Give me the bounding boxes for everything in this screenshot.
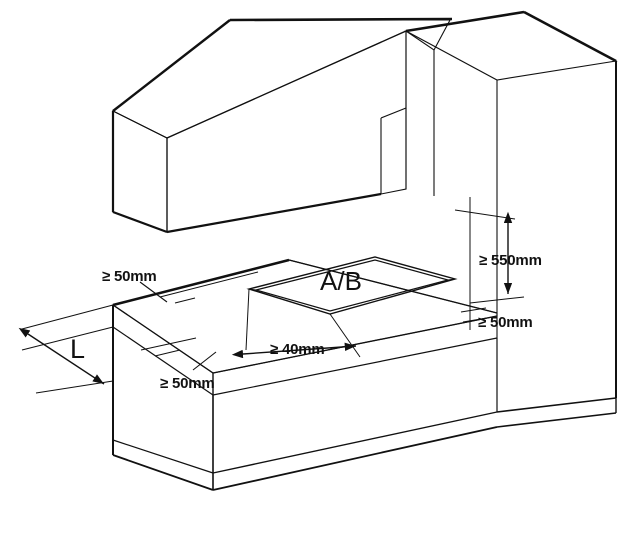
base-cabinet-left-bottom-edge	[112, 454, 214, 491]
base-cabinet-plinth-left-line	[112, 439, 214, 474]
depth-L-label: L	[70, 334, 85, 364]
tall-cabinet-plinth-bottom-edge	[496, 412, 617, 428]
side-clearance-leader-line	[192, 351, 217, 371]
cooktop-cutout	[246, 256, 458, 315]
range-hood-front-bottom-edge	[166, 192, 382, 234]
right-clearance-label: ≥ 50mm	[478, 314, 533, 331]
front-clearance-label: ≥ 40mm	[270, 341, 325, 358]
range-hood-right-side-face	[380, 31, 407, 195]
base-cabinet-front-bottom-edge	[212, 426, 498, 491]
countertop-front-left-edge	[112, 304, 214, 374]
hood-height-label: ≥ 550mm	[479, 252, 542, 269]
right-clearance-upper-tick	[460, 307, 487, 313]
front-clearance-leader-lower	[245, 288, 250, 351]
tall-cabinet-bottom-edge	[496, 397, 617, 413]
range-hood-cabinet	[111, 17, 453, 234]
countertop-back-right-edge	[288, 259, 498, 314]
dimension-front-clearance	[231, 288, 361, 359]
rear-clearance-tick	[174, 297, 196, 304]
rear-clearance-leader-line	[139, 281, 168, 303]
range-hood-front-top-edge	[166, 30, 407, 139]
dimension-rear-clearance	[139, 271, 259, 304]
front-clearance-arrow	[231, 342, 357, 359]
countertop-back-left-edge	[112, 258, 290, 307]
dimension-depth-L	[18, 304, 114, 394]
rear-clearance-offset-line	[159, 271, 259, 298]
dimension-right-clearance	[460, 303, 488, 330]
depth-L-upper-extension	[21, 304, 114, 330]
range-hood-top-back-edge	[229, 17, 453, 22]
tall-cabinet	[404, 10, 618, 428]
rear-clearance-label: ≥ 50mm	[102, 268, 157, 285]
right-clearance-lower-tick	[462, 317, 488, 323]
cutout-rim-tick-right	[447, 278, 456, 281]
countertop-front-thickness-bottom	[212, 337, 498, 396]
cutout-rim-tick-left	[248, 288, 257, 291]
tall-cabinet-top-back-edge	[405, 10, 525, 33]
depth-L-arrow	[18, 327, 105, 385]
range-hood-right-top-join	[380, 107, 407, 119]
tall-cabinet-top-right-edge	[523, 10, 617, 63]
hood-height-lower-extension	[469, 296, 525, 304]
dimension-side-clearance	[140, 337, 217, 371]
side-clearance-label: ≥ 50mm	[160, 375, 215, 392]
range-hood-left-bottom-edge	[112, 210, 168, 234]
base-cabinet-plinth-front-line	[212, 411, 498, 474]
side-clearance-tick	[154, 349, 181, 357]
cutout-label: A/B	[320, 266, 362, 296]
dimension-hood-height	[454, 197, 525, 304]
countertop-left-thickness-bottom	[112, 326, 214, 396]
side-clearance-offset-line	[140, 337, 197, 351]
range-hood-top-left-edge	[112, 19, 231, 112]
